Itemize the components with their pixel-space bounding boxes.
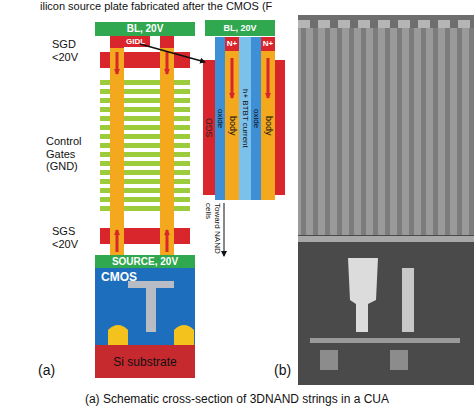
sem-image bbox=[298, 15, 474, 385]
annotation-label: (b) bbox=[274, 362, 304, 378]
current-arrow bbox=[166, 52, 169, 74]
node-text: body bbox=[264, 116, 273, 136]
metal-line bbox=[128, 281, 174, 288]
node-text: SOURCE, 20V bbox=[112, 257, 178, 267]
annotation-label: Control Gates (GND) bbox=[46, 135, 94, 173]
node-text: SGD bbox=[205, 118, 214, 138]
annotation-label: ilicon source plate fabricated after the… bbox=[40, 0, 440, 13]
structure-box: BL, 20V bbox=[95, 22, 195, 36]
contact-plug bbox=[146, 284, 156, 332]
sem-cmos-region bbox=[298, 235, 474, 385]
sem-via bbox=[402, 268, 414, 332]
node-text: BL, 20V bbox=[223, 24, 256, 33]
zoom-leader bbox=[140, 44, 205, 62]
current-arrow bbox=[166, 230, 169, 252]
structure-box: oxide bbox=[215, 37, 225, 200]
node-text: Si substrate bbox=[113, 356, 176, 368]
structure-box: N+ bbox=[261, 37, 275, 51]
annotation-label: Toward NAND cells bbox=[204, 203, 222, 259]
sem-metal bbox=[310, 338, 460, 343]
structure-box: CMOS bbox=[95, 268, 195, 345]
node-text: h+ BTBT current bbox=[241, 89, 249, 148]
structure-box: SOURCE, 20V bbox=[95, 255, 195, 268]
annotation-label: (a) bbox=[38, 362, 68, 378]
annotation-label: SGD <20V bbox=[52, 38, 86, 63]
structure-box: SGD bbox=[203, 60, 215, 195]
structure-box: h+ BTBT current bbox=[239, 37, 251, 200]
sem-device bbox=[320, 350, 338, 370]
figure-caption: (a) Schematic cross-section of 3DNAND st… bbox=[0, 393, 474, 407]
node-text: CMOS bbox=[101, 271, 137, 283]
node-text: body bbox=[228, 116, 237, 136]
structure-box: N+ bbox=[225, 37, 239, 51]
sem-top-contacts bbox=[298, 20, 470, 28]
annotation-label: SGS <20V bbox=[52, 225, 86, 250]
sem-device bbox=[390, 350, 408, 370]
channel-pillar bbox=[160, 36, 174, 255]
node-text: oxide bbox=[216, 109, 224, 128]
annotation-label: GIDL bbox=[126, 37, 156, 46]
transistor-gate bbox=[174, 325, 194, 345]
transistor-gate bbox=[108, 325, 128, 345]
node-text: N+ bbox=[263, 40, 273, 48]
structure-box: oxide bbox=[251, 37, 261, 200]
structure-box: BL, 20V bbox=[205, 20, 275, 36]
structure-box: Si substrate bbox=[95, 345, 195, 378]
node-text: oxide bbox=[252, 109, 260, 128]
structure-box: body bbox=[225, 51, 239, 200]
node-text: N+ bbox=[227, 40, 237, 48]
drain-region bbox=[160, 36, 174, 48]
sem-source-plate bbox=[298, 236, 474, 242]
node-text: BL, 20V bbox=[127, 24, 164, 34]
sem-channel-array bbox=[298, 28, 474, 235]
channel-pillar bbox=[110, 36, 124, 255]
structure-box: body bbox=[261, 51, 275, 200]
sgd-gate bbox=[275, 60, 285, 195]
current-arrow bbox=[116, 52, 119, 74]
current-arrow bbox=[267, 58, 270, 98]
current-arrow bbox=[116, 230, 119, 252]
sem-via bbox=[348, 258, 378, 332]
current-arrow bbox=[231, 58, 234, 98]
direction-arrow bbox=[224, 203, 225, 256]
drain-region bbox=[110, 36, 124, 48]
